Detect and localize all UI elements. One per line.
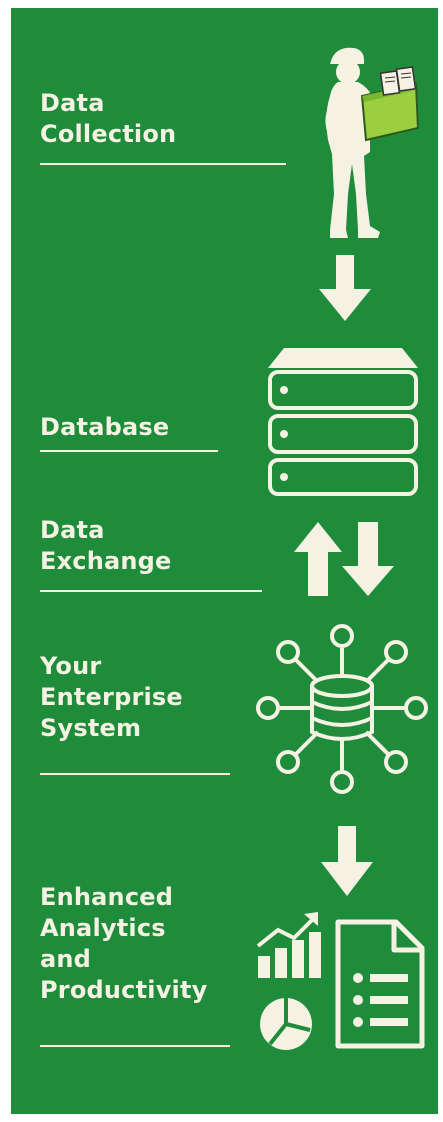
server-stack-icon	[268, 348, 418, 496]
step-underline	[40, 773, 230, 775]
step-label-line: Enterprise	[40, 683, 183, 711]
step-label-line: Analytics	[40, 914, 166, 942]
step-label-line: Productivity	[40, 976, 208, 1004]
worker-with-tablet-icon	[325, 47, 420, 238]
document-icon	[335, 919, 425, 1049]
arrow-down-icon	[321, 826, 373, 896]
arrow-down-icon	[319, 255, 371, 321]
bidirectional-arrows-icon	[294, 522, 394, 596]
step-label-line: System	[40, 714, 142, 742]
step-label-database: Database	[40, 412, 169, 443]
step-label-line: Data	[40, 89, 105, 117]
step-underline	[40, 163, 286, 165]
step-underline	[40, 1045, 230, 1047]
step-label-line: Database	[40, 413, 170, 441]
step-underline	[40, 590, 262, 592]
database-network-icon	[256, 624, 428, 794]
step-label-enhanced-analytics: Enhanced Analytics and Productivity	[40, 882, 208, 1006]
step-underline	[40, 450, 218, 452]
step-label-line: Enhanced	[40, 883, 174, 911]
step-label-line: and	[40, 945, 92, 973]
pie-chart-icon	[260, 998, 312, 1050]
step-label-enterprise-system: Your Enterprise System	[40, 651, 183, 744]
analytics-report-icon	[256, 912, 425, 1050]
step-label-data-collection: Data Collection	[40, 88, 176, 150]
step-label-line: Collection	[40, 120, 177, 148]
bar-chart-icon	[256, 912, 321, 978]
step-label-line: Your	[40, 652, 102, 680]
step-label-line: Exchange	[40, 547, 172, 575]
step-label-line: Data	[40, 516, 105, 544]
step-label-data-exchange: Data Exchange	[40, 515, 172, 577]
